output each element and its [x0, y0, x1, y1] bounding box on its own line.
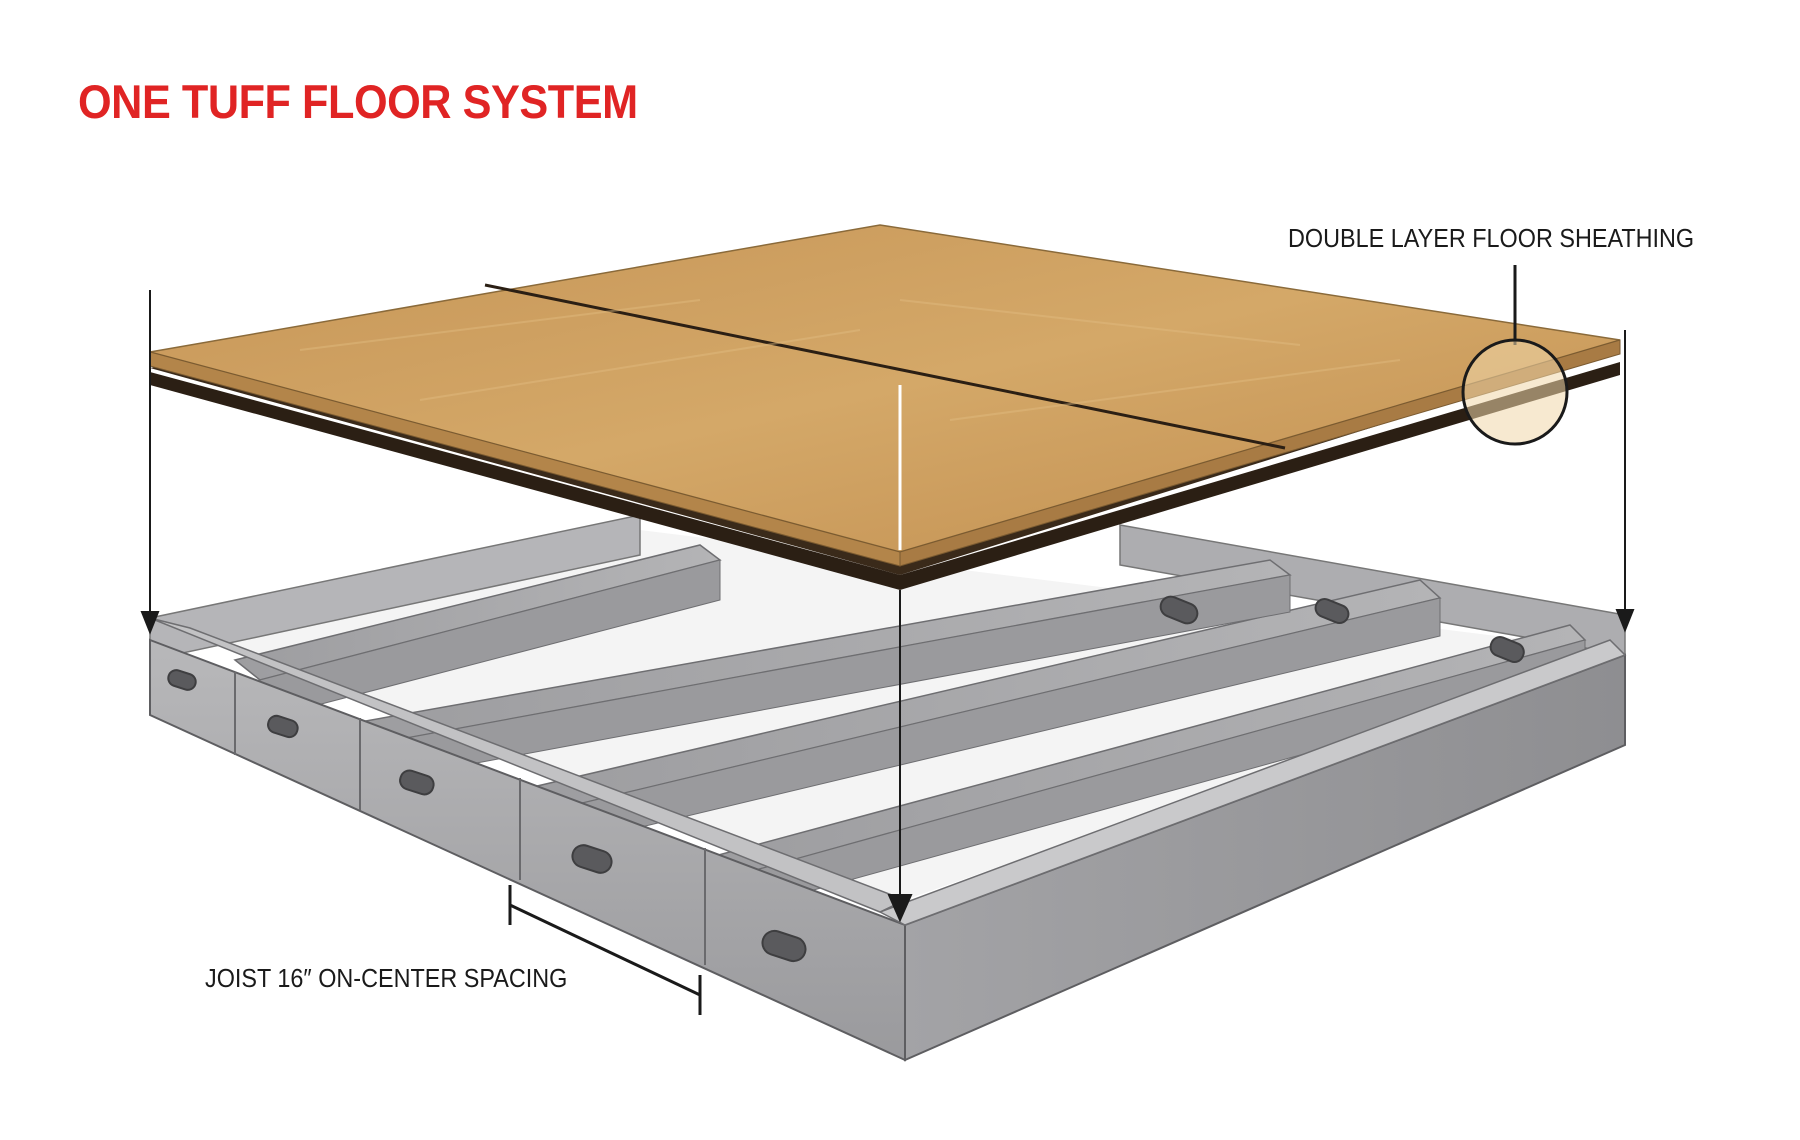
- placement-arrows: [140, 290, 1635, 923]
- sheathing-upper-edge-right: [899, 339, 1621, 567]
- joist-spacing-dimension: [508, 885, 702, 1015]
- page-title: ONE TUFF FLOOR SYSTEM: [78, 75, 638, 128]
- joists: [233, 544, 1587, 881]
- arrow-head-left: [140, 611, 160, 635]
- floor-sheathing: [149, 224, 1621, 590]
- right-rim-top: [878, 639, 1627, 926]
- joist-access-holes: [167, 595, 1525, 963]
- sheathing-lower-edge-right: [900, 362, 1620, 590]
- sheathing-upper-layer: [149, 224, 1621, 553]
- sheathing-lower-edge-front: [150, 372, 900, 590]
- sheathing-panel-seam: [484, 283, 1286, 450]
- wood-grain: [299, 299, 1401, 421]
- joist-spacing-label: JOIST 16″ ON-CENTER SPACING: [205, 963, 568, 993]
- arrow-head-right: [1615, 609, 1635, 633]
- steel-joist-frame: [149, 514, 1627, 1062]
- callout-magnifier-circle: [1461, 338, 1569, 446]
- sheathing-callout: [1461, 265, 1569, 446]
- arrow-head-center: [887, 894, 913, 923]
- joist-webs: [259, 559, 1586, 917]
- front-rim-seams: [234, 672, 706, 965]
- sheathing-label: DOUBLE LAYER FLOOR SHEATHING: [1288, 223, 1695, 253]
